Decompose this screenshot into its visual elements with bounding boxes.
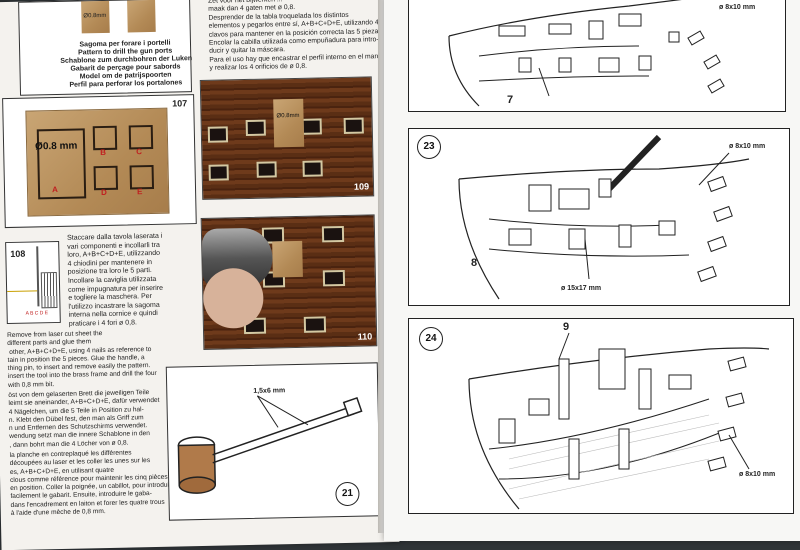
step-21-label: 1,5x6 mm (253, 387, 286, 395)
step-24-badge: 24 (419, 327, 443, 351)
step-22-label: ø 8x10 mm (719, 4, 756, 11)
photo-top-label: Ø0.8mm (276, 112, 300, 120)
top-pattern-plate-2 (127, 0, 156, 33)
step-108-number: 108 (10, 248, 26, 259)
photo-110: 110 (200, 214, 378, 350)
step-24-number: 24 (425, 333, 437, 344)
step-21-number: 21 (341, 487, 354, 500)
step-23-panel: 23 8 ø 8x10 mm ø 15x17 mm (408, 128, 790, 306)
hull-diagram-22 (448, 0, 725, 107)
letter-e: E (136, 187, 143, 197)
hull-diagram-23 (458, 134, 750, 300)
pattern-b-frame (92, 125, 118, 151)
step-107-box: 107 Ø0.8 mm A B C D E (2, 94, 197, 229)
step-23-label-a: ø 8x10 mm (729, 143, 766, 150)
right-page: 7 ø 8x10 mm 23 8 ø 8x10 mm ø 15 (384, 0, 800, 541)
step-108-box: 108 A B C D E (5, 240, 61, 325)
letter-b: B (100, 147, 107, 158)
pattern-title-block: Ø0.8mm Sagoma per forare i portelli Patt… (18, 0, 192, 96)
plate-label: Ø0.8 mm (35, 140, 78, 153)
photo-110-number: 110 (357, 331, 373, 342)
hull-diagram-24 (468, 332, 770, 510)
step-23-callout: 8 (471, 257, 478, 269)
text-it: Staccare dalla tavola laserata i vari co… (66, 232, 164, 328)
pattern-a-frame (36, 128, 87, 200)
left-page: Ø0.8mm Sagoma per forare i portelli Patt… (0, 0, 400, 550)
letter-d: D (101, 187, 107, 198)
text-de: öst von dem gelaserten Brett die jeweili… (8, 389, 160, 449)
drill-pattern-plate: Ø0.8 mm A B C D E (25, 107, 170, 217)
pattern-title-es: Perfil para perforar los portalones (69, 79, 183, 89)
step-22-callout: 7 (507, 94, 514, 106)
pattern-titles: Sagoma per forare i portelli Pattern to … (60, 39, 192, 90)
step-24-panel: 24 9 ø 8x10 mm (408, 318, 794, 514)
photo-109: Ø0.8mm 109 (199, 76, 375, 200)
letter-c: C (136, 147, 143, 157)
step-24-callout: 9 (563, 321, 570, 333)
top-pattern-plate: Ø0.8mm (81, 0, 110, 34)
pattern-e-frame (129, 164, 155, 190)
drill-pattern-in-photo: Ø0.8mm (273, 98, 305, 148)
step-23-badge: 23 (417, 135, 441, 159)
pattern-d-frame (93, 165, 119, 191)
photo-109-number: 109 (353, 181, 370, 192)
top-pattern-label: Ø0.8mm (83, 12, 107, 20)
text-fr: la planche en contreplaqué les différent… (9, 449, 175, 518)
pattern-c-frame (128, 124, 154, 150)
mallet-illustration (177, 395, 363, 494)
text-en: Remove from laser cut sheet the differen… (6, 330, 157, 389)
step-108-letters: A B C D E (25, 310, 49, 317)
step-21-box: 1,5x6 mm 21 (165, 362, 381, 521)
text-es: Zet voor het bijwerken ... maak dan 4 ga… (208, 0, 384, 73)
step-24-label: ø 8x10 mm (739, 471, 776, 478)
step-22-panel: 7 ø 8x10 mm (408, 0, 786, 112)
step-23-label-b: ø 15x17 mm (561, 285, 602, 292)
step-107-number: 107 (172, 98, 188, 109)
step-23-number: 23 (423, 141, 435, 152)
letter-a: A (51, 184, 58, 195)
